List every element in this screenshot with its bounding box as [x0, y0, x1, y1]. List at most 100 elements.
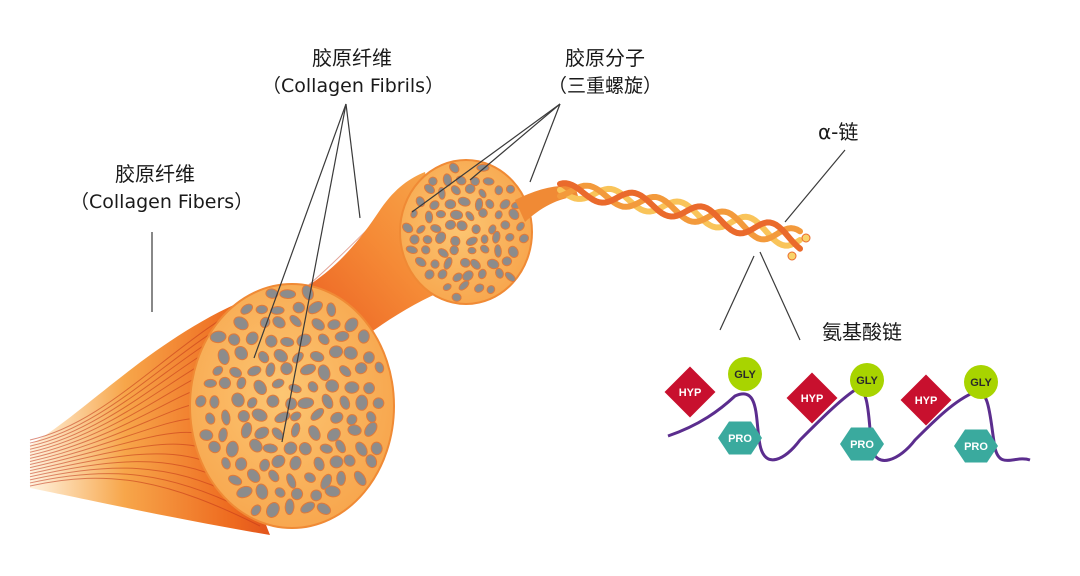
fibril-dot	[251, 408, 268, 422]
fibril-dot	[233, 316, 249, 331]
gly-label: GLY	[734, 369, 756, 381]
gly-residue	[728, 357, 762, 391]
fibril-dot	[465, 236, 478, 246]
fibril-dot	[492, 230, 501, 244]
strand-end	[801, 233, 811, 243]
collagen-molecule-label: 胶原分子 （三重螺旋）	[540, 44, 670, 100]
fibril-dot	[362, 351, 375, 364]
fibril-dot	[271, 454, 286, 469]
fibril-dot	[325, 379, 340, 393]
fibril-dot	[221, 409, 231, 426]
collagen-fibers-en: （Collagen Fibers）	[70, 191, 254, 213]
hyp-residue	[664, 366, 716, 418]
fibril-dot	[430, 259, 440, 269]
fibril-dot	[307, 300, 323, 315]
fibril-dot	[442, 283, 452, 292]
fibril-dot	[255, 483, 269, 500]
fibril-dot	[234, 345, 249, 361]
fibril-dot	[474, 197, 484, 212]
fibril-dot	[354, 362, 368, 375]
gly-label: GLY	[856, 375, 878, 387]
fibril-dot	[435, 209, 446, 219]
fibril-dot	[228, 474, 243, 486]
fibril-dot	[444, 219, 457, 230]
fibril-dot	[370, 441, 383, 456]
fibril-dot	[467, 246, 477, 255]
pro-label: PRO	[964, 441, 988, 453]
fibril-dot	[437, 248, 449, 258]
fibril-dot	[470, 258, 481, 270]
fibril-dot	[309, 351, 325, 363]
strand-end	[787, 251, 797, 261]
fibril-dot	[229, 366, 242, 378]
fibril-dot	[236, 485, 253, 499]
fiber-strand-line	[29, 473, 248, 512]
fibril-dot	[478, 188, 487, 199]
fibril-dot	[310, 489, 323, 502]
fibril-dot	[254, 426, 270, 440]
fibril-dot	[459, 257, 471, 268]
alpha-chain-strand	[557, 180, 803, 252]
fibril-dot	[273, 349, 288, 363]
fibril-dot	[221, 457, 231, 470]
fibril-dot	[328, 345, 344, 359]
hyp-residue	[786, 372, 838, 424]
fibril-dot	[279, 289, 297, 300]
fibril-dot	[449, 209, 464, 221]
fibril-dot	[255, 304, 268, 315]
fibril-dot	[317, 333, 330, 346]
fiber-strand-line	[29, 387, 202, 459]
fibril-dot	[500, 220, 511, 230]
fibril-dot	[274, 487, 286, 498]
fibril-dot	[405, 245, 418, 254]
hyp-label: HYP	[801, 393, 824, 405]
fibril-dot	[300, 501, 316, 514]
fibril-dot	[449, 245, 459, 256]
fibril-dot	[259, 458, 271, 472]
fibril-dot	[353, 470, 367, 487]
collagen-molecule-sub: （三重螺旋）	[547, 75, 662, 97]
hyp-residue	[900, 374, 952, 426]
fibril-dot	[343, 346, 358, 360]
fibril-dot	[347, 424, 362, 436]
leader-lines	[151, 103, 846, 443]
fibril-dot	[231, 392, 245, 408]
amino-acid-chain-label: 氨基酸链	[822, 320, 902, 344]
fibril-dot	[330, 411, 344, 424]
fibril-dot	[437, 269, 448, 280]
fibril-dot	[266, 394, 280, 408]
fibril-dot	[317, 364, 331, 381]
fibril-dot	[326, 302, 337, 317]
fibril-dot	[437, 186, 446, 200]
fibril-dot	[444, 199, 457, 210]
fibril-dot	[307, 381, 319, 393]
fiber-strand-line	[29, 431, 202, 469]
fibril-dot	[326, 427, 341, 442]
fibril-dot	[208, 440, 221, 454]
fibril-dot	[268, 469, 280, 483]
fibril-dot	[430, 224, 442, 233]
collagen-molecule-zh: 胶原分子	[565, 46, 645, 70]
fibril-dot	[272, 316, 286, 329]
fibril-dot	[240, 303, 254, 315]
fibril-dot	[203, 378, 217, 388]
hyp-label: HYP	[679, 387, 702, 399]
fibril-dot	[365, 454, 378, 469]
fibril-dot	[298, 442, 312, 456]
fibril-dot	[245, 331, 259, 346]
fibril-dot	[234, 457, 248, 471]
fibril-dot	[327, 319, 341, 330]
fibril-dot	[458, 280, 470, 291]
fibril-dot	[290, 411, 302, 422]
fibril-dot	[290, 487, 304, 501]
fibril-dot	[205, 412, 216, 425]
pro-residue	[954, 429, 998, 463]
fibril-dot	[225, 440, 239, 458]
fibril-dot	[518, 233, 530, 244]
fibril-dot	[284, 498, 295, 516]
fibril-dot	[364, 421, 378, 437]
fibril-dot	[280, 362, 293, 376]
